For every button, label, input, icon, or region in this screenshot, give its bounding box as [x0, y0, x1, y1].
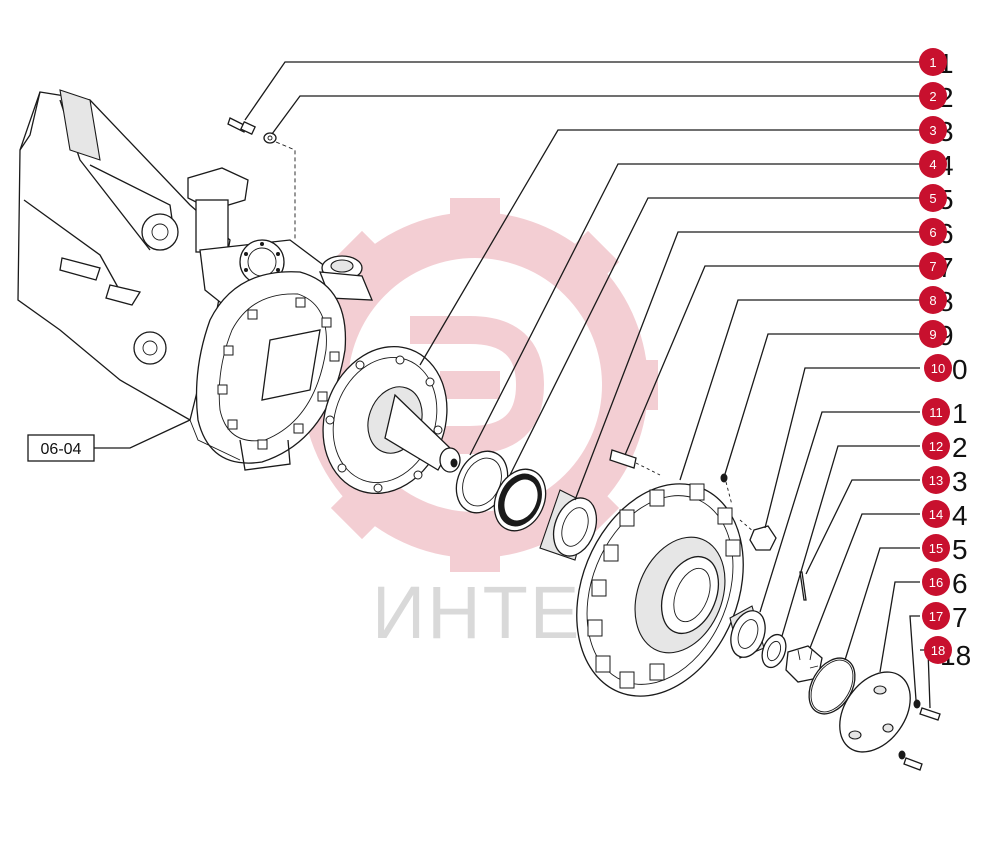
callout-5[interactable]: 55 — [919, 184, 954, 215]
callout-1-number: 1 — [929, 55, 936, 70]
callout-9-number: 9 — [929, 327, 936, 342]
callout-11[interactable]: 111 — [922, 398, 968, 429]
callout-2[interactable]: 22 — [919, 82, 954, 113]
callout-1[interactable]: 11 — [919, 48, 954, 79]
part-13-cotter-pin — [799, 571, 807, 601]
callout-9-marker — [919, 320, 947, 348]
part-12-thrust-washer — [761, 633, 787, 669]
callout-16-marker — [922, 568, 950, 596]
part-6-bearing — [539, 489, 598, 561]
part-2-washer — [263, 132, 296, 240]
callout-15-ghost: 5 — [952, 534, 968, 565]
callout-16[interactable]: 6 16 — [922, 568, 968, 599]
callout-8[interactable]: 88 — [919, 286, 954, 317]
callout-3[interactable]: 33 — [919, 116, 954, 147]
part-11-outer-bearing — [729, 605, 766, 659]
callout-3-marker — [919, 116, 947, 144]
part-16-hub-cap — [839, 671, 911, 753]
callout-12-marker — [922, 432, 950, 460]
reference-box-label: 06-04 — [41, 441, 82, 458]
part-8-wheel-hub — [576, 483, 744, 697]
callout-17-ghost: 7 — [952, 602, 968, 633]
callout-10-marker — [924, 354, 952, 382]
part-1-bolt — [227, 117, 256, 136]
callout-2-marker — [919, 82, 947, 110]
callout-11-ghost: 1 — [952, 398, 968, 429]
part-10-nut — [739, 519, 777, 551]
part-3-spindle-flange — [322, 345, 461, 495]
callout-17-marker — [922, 602, 950, 630]
callout-13[interactable]: 3 13 — [922, 466, 968, 497]
callout-5-marker — [919, 184, 947, 212]
callout-14-number: 14 — [929, 507, 943, 522]
callout-7[interactable]: 77 — [919, 252, 954, 283]
callout-11-marker — [922, 398, 950, 426]
callout-13-marker — [922, 466, 950, 494]
callout-18-number: 18 — [931, 643, 945, 658]
callout-10-ghost: 0 — [952, 354, 968, 385]
callout-6-number: 6 — [929, 225, 936, 240]
part-5-seal — [493, 468, 547, 532]
callout-12-number: 12 — [929, 439, 943, 454]
callout-17-number: 17 — [929, 609, 943, 624]
part-18-screw — [903, 707, 941, 771]
callout-15-marker — [922, 534, 950, 562]
callout-14[interactable]: 4 14 — [922, 500, 968, 531]
callout-10[interactable]: 0 10 — [924, 354, 968, 385]
callout-4-marker — [919, 150, 947, 178]
callout-3-number: 3 — [929, 123, 936, 138]
part-7-stud — [609, 449, 661, 476]
reference-box[interactable]: 06-04 — [27, 419, 191, 462]
callout-6-marker — [919, 218, 947, 246]
leader-lines — [244, 61, 931, 709]
part-9-grease-fitting — [720, 473, 733, 506]
axle-housing — [17, 89, 373, 471]
callout-10-number: 10 — [931, 361, 945, 376]
callout-15-number: 15 — [929, 541, 943, 556]
part-17-lock-washer — [898, 699, 921, 760]
callout-4-number: 4 — [929, 157, 936, 172]
callout-12-ghost: 2 — [952, 432, 968, 463]
callout-7-number: 7 — [929, 259, 936, 274]
callout-12[interactable]: 2 12 — [922, 432, 968, 463]
callout-1-marker — [919, 48, 947, 76]
callout-4[interactable]: 44 — [919, 150, 954, 181]
callout-8-number: 8 — [929, 293, 936, 308]
callout-6[interactable]: 66 — [919, 218, 954, 249]
callout-18-marker — [924, 636, 952, 664]
callout-13-number: 13 — [929, 473, 943, 488]
callout-13-ghost: 3 — [952, 466, 968, 497]
callout-16-number: 16 — [929, 575, 943, 590]
callout-9[interactable]: 99 — [919, 320, 954, 351]
callout-16-ghost: 6 — [952, 568, 968, 599]
callout-11-number: 11 — [929, 405, 943, 420]
callout-8-marker — [919, 286, 947, 314]
callout-5-number: 5 — [929, 191, 936, 206]
callout-14-marker — [922, 500, 950, 528]
callout-2-number: 2 — [929, 89, 936, 104]
callout-17[interactable]: 7 17 — [922, 602, 968, 633]
callout-14-ghost: 4 — [952, 500, 968, 531]
callout-15[interactable]: 5 15 — [922, 534, 968, 565]
callout-7-marker — [919, 252, 947, 280]
